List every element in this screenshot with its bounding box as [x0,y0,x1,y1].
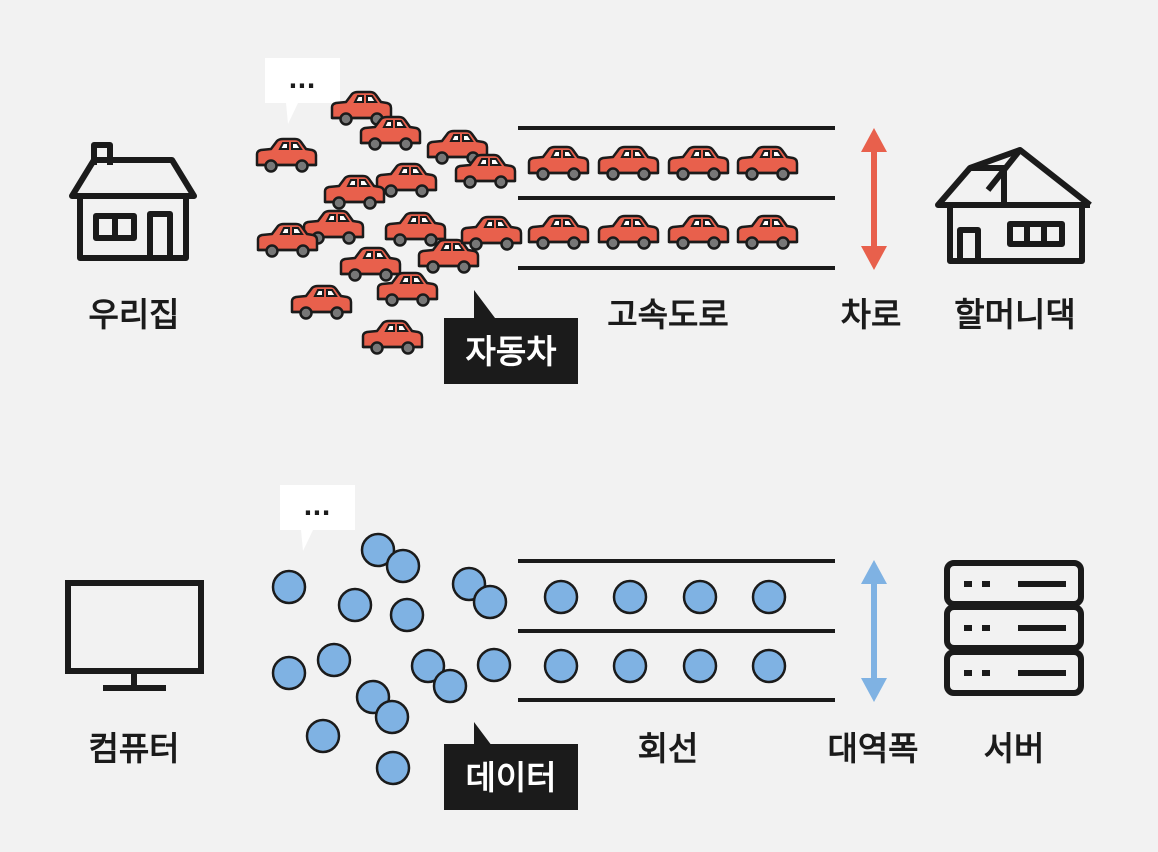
packet-icon [374,699,410,735]
packet-icon [375,750,411,786]
lane-width-arrow-icon [861,128,887,270]
packet-icon [543,648,579,684]
car-icon [255,137,318,173]
packet-icon [543,579,579,615]
car-icon [454,153,517,189]
width-label: 차로 [841,295,902,334]
car-icon [384,211,447,247]
packet-icon [360,532,396,568]
car-icon [323,174,386,210]
speech-bubble-bottom: ... [280,485,355,551]
dest-label-bottom: 서버 [984,729,1045,768]
road-label-bottom: 회선 [638,729,699,768]
car-icon [460,215,523,251]
dest-house-icon [935,147,1092,264]
data-tag: 데이터 [444,722,578,810]
car-icon [290,284,353,320]
car-icon [667,214,730,250]
packet-icon [271,655,307,691]
packet-icon [389,597,425,633]
speech-text: ... [288,66,315,94]
monitor-icon [65,580,204,691]
packet-icon [385,548,421,584]
packet-icon [316,642,352,678]
server-icon [944,560,1084,696]
dest-label: 할머니댁 [954,295,1075,334]
car-icon [375,162,438,198]
car-icon [359,115,422,151]
road-label: 고속도로 [607,295,728,334]
car-icon [736,214,799,250]
packet-icon [337,587,373,623]
packet-icon [612,648,648,684]
packet-cluster [271,532,512,786]
width-label-bottom: 대역폭 [827,729,918,768]
car-icon [736,145,799,181]
cars-tag-label: 자동차 [465,332,557,371]
speech-text-bottom: ... [303,493,330,521]
line-packets [543,579,787,684]
packet-icon [682,648,718,684]
data-tag-label: 데이터 [465,758,556,797]
car-icon [527,214,590,250]
packet-icon [612,579,648,615]
highway [518,126,835,270]
source-label-bottom: 컴퓨터 [88,729,179,768]
packet-icon [472,584,508,620]
packet-icon [432,668,468,704]
car-icon [597,214,660,250]
source-house-icon [69,142,197,261]
packet-icon [751,579,787,615]
bandwidth-arrow-icon [861,560,887,702]
cars-tag: 자동차 [444,290,578,384]
packet-icon [305,718,341,754]
speech-bubble: ... [265,58,340,124]
car-icon [361,319,424,355]
packet-icon [751,648,787,684]
car-icon [527,145,590,181]
car-icon [339,246,402,282]
packet-icon [410,648,446,684]
car-icon [597,145,660,181]
packet-icon [271,569,307,605]
packet-icon [682,579,718,615]
line-lanes [518,559,835,702]
packet-icon [476,647,512,683]
source-label: 우리집 [88,295,179,334]
car-icon [667,145,730,181]
